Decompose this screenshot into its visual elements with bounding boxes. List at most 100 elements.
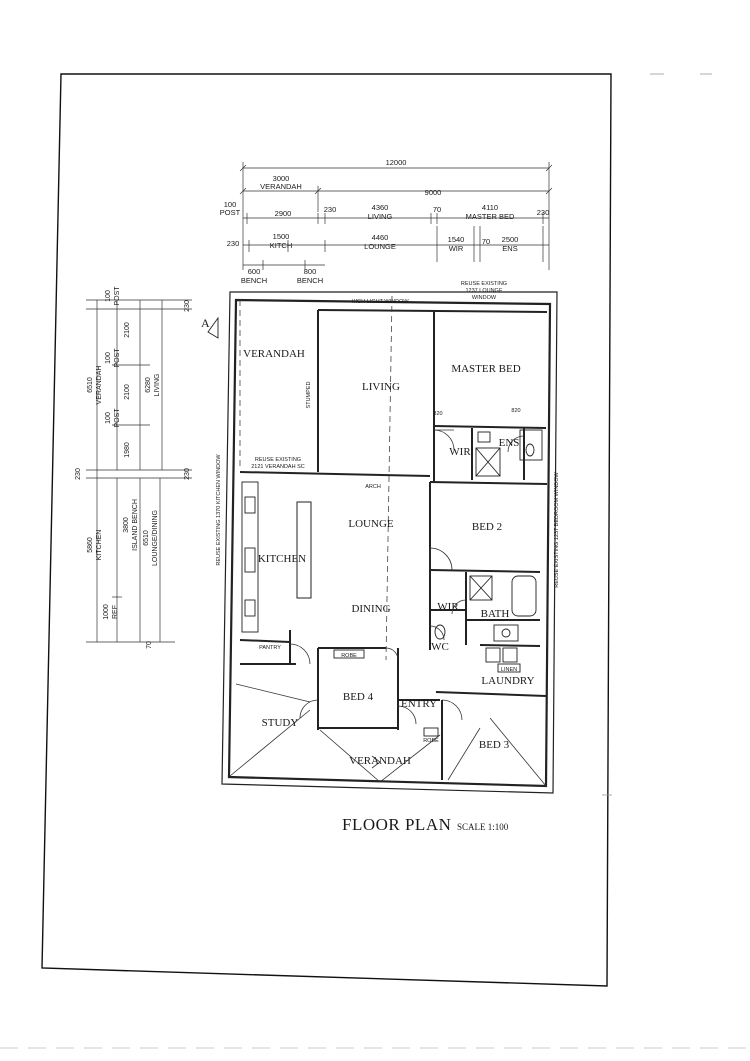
label-wc: WC bbox=[431, 641, 449, 653]
label-living: LIVING bbox=[362, 381, 400, 393]
scan-marks bbox=[0, 73, 750, 1049]
note-highlight-window: HIGH LIGHT WINDOW bbox=[351, 299, 409, 305]
dim-2900: 2900 bbox=[275, 209, 292, 218]
ldim-kitchen-label: KITCHEN bbox=[96, 530, 103, 561]
dim-bench800-value: 800 bbox=[304, 267, 317, 276]
ldim-post-c: POST bbox=[114, 408, 121, 428]
dim-lounge-value: 4460 bbox=[372, 233, 389, 242]
ldim-post-a: POST bbox=[114, 286, 121, 306]
label-dining: DINING bbox=[351, 603, 390, 615]
door-swings bbox=[289, 429, 525, 725]
dim-total: 12000 bbox=[386, 158, 407, 167]
ldim-100b: 100 bbox=[105, 352, 112, 364]
dim-wir-value: 1540 bbox=[448, 235, 465, 244]
ldim-1980: 1980 bbox=[124, 442, 131, 458]
label-study: STUDY bbox=[262, 717, 299, 729]
note-reuse-lounge-3: WINDOW bbox=[472, 295, 497, 301]
label-verandah-top: VERANDAH bbox=[243, 348, 305, 360]
dim-post-value: 100 bbox=[224, 200, 237, 209]
note-right-reuse: REUSE EXISTING 1237 BEDROOM WINDOW bbox=[554, 471, 560, 587]
dim-wir-label: WIR bbox=[449, 244, 464, 253]
dim-70a: 70 bbox=[433, 205, 441, 214]
dim-230c: 230 bbox=[227, 239, 240, 248]
dim-230b: 230 bbox=[537, 208, 550, 217]
dim-bench600-label: BENCH bbox=[241, 276, 267, 285]
interior-walls bbox=[239, 309, 548, 780]
dim-master-label: MASTER BED bbox=[466, 212, 515, 221]
label-bed4: BED 4 bbox=[343, 691, 374, 703]
label-pantry: PANTRY bbox=[259, 645, 281, 651]
label-bed3: BED 3 bbox=[479, 739, 510, 751]
dashed-lines bbox=[239, 295, 393, 661]
dim-9000: 9000 bbox=[425, 188, 442, 197]
note-reuse-lounge-2: 1237 LOUNGE bbox=[466, 288, 503, 294]
ldim-230-top: 230 bbox=[184, 300, 191, 312]
ldim-lounge-dining-label: LOUNGE/DINING bbox=[152, 510, 159, 566]
ldim-1000: 1000 bbox=[103, 604, 110, 620]
label-wir-master: WIR bbox=[449, 446, 471, 458]
label-master-bed: MASTER BED bbox=[451, 363, 520, 375]
ldim-5860: 5860 bbox=[87, 537, 94, 553]
robes bbox=[333, 649, 521, 737]
label-bath: BATH bbox=[481, 608, 510, 620]
note-reuse-lounge-1: REUSE EXISTING bbox=[461, 281, 507, 287]
ldim-100-post: 100 bbox=[105, 290, 112, 302]
note-linen: LINEN bbox=[501, 667, 517, 673]
ldim-6280: 6280 bbox=[145, 377, 152, 393]
label-verandah-bottom: VERANDAH bbox=[349, 755, 411, 767]
left-dimension-labels: 230 100 POST 6510 VERANDAH 100 POST 2100… bbox=[75, 286, 191, 649]
note-robe-entry: ROBE bbox=[423, 738, 439, 744]
plan-scale: SCALE 1:100 bbox=[457, 822, 509, 832]
dim-post-label: POST bbox=[220, 208, 241, 217]
ldim-island-label: ISLAND BENCH bbox=[132, 499, 139, 551]
note-robe-bed4: ROBE bbox=[341, 653, 357, 659]
kitchen-bench bbox=[241, 481, 259, 633]
label-ens: ENS bbox=[499, 437, 520, 449]
section-arrow bbox=[207, 316, 219, 339]
ldim-2100b: 2100 bbox=[124, 384, 131, 400]
dim-living-label: LIVING bbox=[368, 212, 393, 221]
plan-title: FLOOR PLAN bbox=[342, 815, 451, 834]
left-dimensions bbox=[86, 299, 192, 643]
ldim-6510: 6510 bbox=[143, 530, 150, 546]
plan-notes: HIGH LIGHT WINDOW REUSE EXISTING 1237 LO… bbox=[216, 281, 560, 744]
label-lounge: LOUNGE bbox=[348, 518, 393, 530]
ldim-living-label: LIVING bbox=[154, 374, 161, 397]
section-marker: A bbox=[201, 316, 210, 330]
label-entry: ENTRY bbox=[401, 698, 437, 710]
dim-living-value: 4360 bbox=[372, 203, 389, 212]
note-stumped: STUMPED bbox=[306, 382, 312, 409]
top-dimensions bbox=[239, 162, 553, 270]
ldim-100c: 100 bbox=[105, 412, 112, 424]
room-labels: VERANDAH LIVING MASTER BED WIR ENS LOUNG… bbox=[243, 348, 535, 767]
ldim-6510-verandah: 6510 bbox=[87, 377, 94, 393]
ldim-ref-label: REF bbox=[112, 605, 119, 619]
dim-verandah-label: VERANDAH bbox=[260, 182, 302, 191]
label-wir-bed2: WIR bbox=[437, 601, 459, 613]
label-laundry: LAUNDRY bbox=[481, 675, 534, 687]
dim-bench600-value: 600 bbox=[248, 267, 261, 276]
dim-master-value: 4110 bbox=[482, 203, 498, 212]
note-door-820a: 820 bbox=[433, 411, 442, 417]
note-door-820b: 820 bbox=[511, 408, 520, 414]
ensuite-fittings bbox=[475, 429, 543, 477]
entry-arrow bbox=[371, 755, 381, 769]
note-reuse-verandah-1: REUSE EXISTING bbox=[255, 457, 301, 463]
note-left-reuse: REUSE EXISTING 1370 KITCHEN WINDOW bbox=[216, 454, 222, 566]
roof-hip-lines bbox=[229, 683, 547, 787]
note-reuse-verandah-2: 2121 VERANDAH SC bbox=[251, 464, 305, 470]
dim-verandah-value: 3000 bbox=[273, 174, 290, 183]
dim-kitch-value: 1500 bbox=[273, 232, 290, 241]
ldim-post-b: POST bbox=[114, 348, 121, 368]
top-dimension-labels: 12000 3000 VERANDAH 9000 100 POST 2900 2… bbox=[220, 158, 549, 285]
ldim-verandah-label: VERANDAH bbox=[96, 366, 103, 405]
dim-ens-value: 2500 bbox=[502, 235, 519, 244]
label-bed2: BED 2 bbox=[472, 521, 502, 533]
island-bench bbox=[296, 501, 312, 599]
dim-230a: 230 bbox=[324, 205, 337, 214]
bathroom-fittings bbox=[434, 575, 537, 663]
dim-ens-label: ENS bbox=[502, 244, 517, 253]
ldim-230-mid: 230 bbox=[75, 468, 82, 480]
